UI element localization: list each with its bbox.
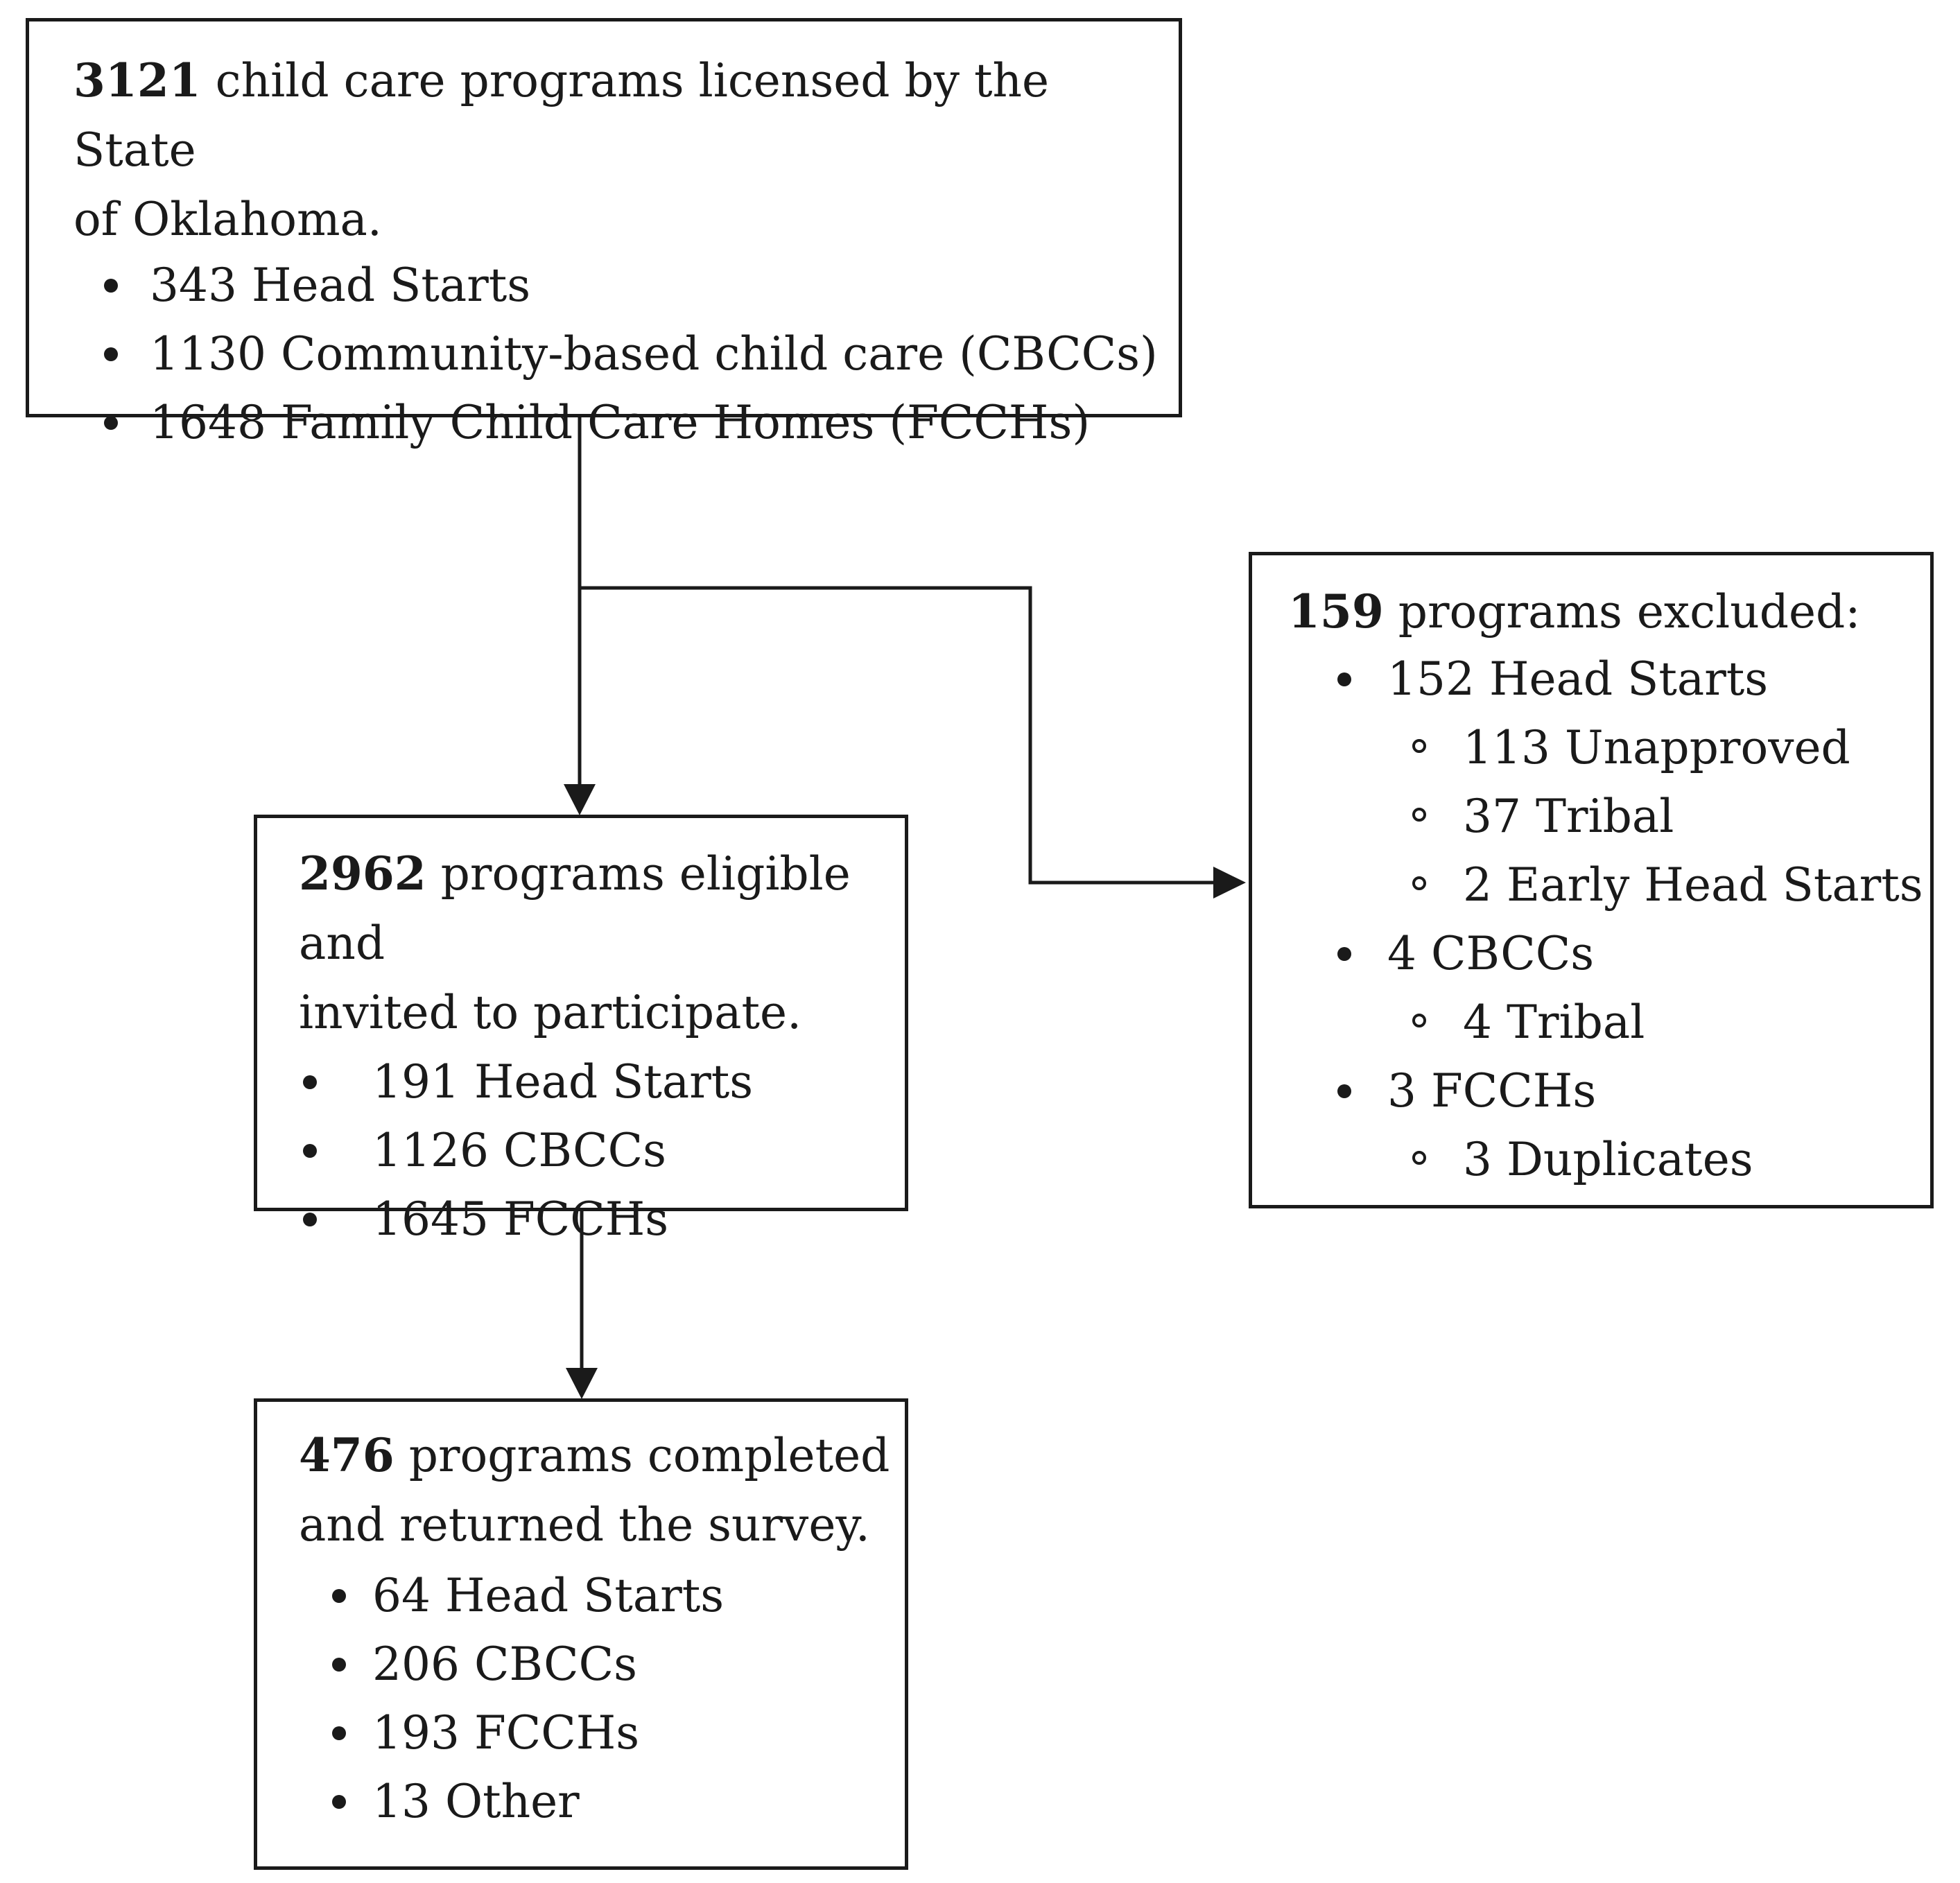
list-item: 1645 FCCHs xyxy=(299,1185,905,1253)
list-item: 1648 Family Child Care Homes (FCCHs) xyxy=(73,388,1179,457)
eligible-heading: 2962 programs eligible and xyxy=(299,839,905,978)
completed-programs-box: 476 programs completed and returned the … xyxy=(254,1398,908,1870)
list-item: 13 Other xyxy=(299,1767,905,1836)
excluded-text: programs excluded: xyxy=(1383,585,1861,639)
bullet-icon xyxy=(303,1075,317,1089)
bullet-icon xyxy=(104,347,118,361)
list-item: 3 FCCHs xyxy=(1288,1057,1930,1125)
excluded-cbccs-sublist: 4 Tribal xyxy=(1288,988,1930,1057)
bullet-icon xyxy=(104,416,118,430)
bullet-icon xyxy=(1337,1084,1351,1098)
list-item-label: 64 Head Starts xyxy=(372,1569,725,1622)
circle-bullet-icon xyxy=(1412,1014,1426,1027)
bullet-icon xyxy=(332,1795,346,1809)
licensed-text: child care programs licensed by the Stat… xyxy=(73,54,1050,177)
licensed-count: 3121 xyxy=(73,53,201,107)
eligible-list: 191 Head Starts 1126 CBCCs 1645 FCCHs xyxy=(299,1048,905,1253)
completed-text: programs completed xyxy=(394,1429,890,1482)
sub-list-item: 4 Tribal xyxy=(1288,988,1930,1057)
arrowhead-excluded xyxy=(1213,867,1246,899)
bullet-icon xyxy=(332,1589,346,1603)
eligible-programs-box: 2962 programs eligible and invited to pa… xyxy=(254,815,908,1246)
list-item-label: 193 FCCHs xyxy=(372,1706,640,1760)
arrowhead-completed xyxy=(566,1368,598,1399)
list-item-label: 1648 Family Child Care Homes (FCCHs) xyxy=(150,396,1091,449)
list-item: 193 FCCHs xyxy=(299,1699,905,1767)
completed-heading: 476 programs completed xyxy=(299,1421,905,1491)
bullet-icon xyxy=(332,1726,346,1740)
list-item: 343 Head Starts xyxy=(73,251,1179,320)
licensed-list: 343 Head Starts 1130 Community-based chi… xyxy=(73,251,1179,457)
excluded-count: 159 xyxy=(1288,584,1384,639)
eligible-text: programs eligible and xyxy=(299,847,851,970)
bullet-icon xyxy=(303,1144,317,1158)
list-item: 4 CBCCs xyxy=(1288,919,1930,988)
list-item: 4 Tribal xyxy=(1288,988,1930,1057)
sub-list-item-label: 37 Tribal xyxy=(1463,790,1674,843)
circle-bullet-icon xyxy=(1412,808,1426,822)
arrowhead-eligible xyxy=(564,784,596,815)
bullet-icon xyxy=(1337,672,1351,686)
list-item: 206 CBCCs xyxy=(299,1630,905,1699)
list-item-label: 152 Head Starts xyxy=(1387,652,1769,706)
completed-heading-cont: and returned the survey. xyxy=(299,1498,870,1552)
excluded-heading: 159 programs excluded: xyxy=(1288,577,1930,647)
sub-list-item-label: 113 Unapproved xyxy=(1463,721,1850,774)
bullet-icon xyxy=(104,279,118,293)
list-item-label: 343 Head Starts xyxy=(150,259,531,312)
list-item: 1126 CBCCs xyxy=(299,1116,905,1185)
excluded-list: 152 Head Starts 113 Unapproved 37 Tribal… xyxy=(1288,645,1930,1194)
licensed-heading-cont: of Oklahoma. xyxy=(73,193,382,246)
list-item: 3 Duplicates xyxy=(1288,1125,1930,1194)
eligible-count: 2962 xyxy=(299,847,426,901)
excluded-head-starts-sublist: 113 Unapproved 37 Tribal 2 Early Head St… xyxy=(1288,713,1930,919)
connector-to-excluded xyxy=(580,586,1215,885)
list-item: 191 Head Starts xyxy=(299,1048,905,1116)
list-item: 1130 Community-based child care (CBCCs) xyxy=(73,320,1179,388)
list-item-label: 4 CBCCs xyxy=(1387,927,1595,980)
sub-list-item: 37 Tribal xyxy=(1288,782,1930,851)
sub-list-item-label: 2 Early Head Starts xyxy=(1463,858,1923,912)
list-item-label: 191 Head Starts xyxy=(372,1055,754,1109)
circle-bullet-icon xyxy=(1412,1151,1426,1165)
completed-count: 476 xyxy=(299,1428,394,1482)
list-item-label: 1645 FCCHs xyxy=(372,1192,669,1246)
list-item-label: 3 FCCHs xyxy=(1387,1064,1597,1118)
sub-list-item: 3 Duplicates xyxy=(1288,1125,1930,1194)
circle-bullet-icon xyxy=(1412,739,1426,753)
list-item: 113 Unapproved 37 Tribal 2 Early Head St… xyxy=(1288,713,1930,919)
list-item-label: 1130 Community-based child care (CBCCs) xyxy=(150,327,1158,381)
eligible-heading-cont: invited to participate. xyxy=(299,986,802,1039)
sub-list-item: 113 Unapproved xyxy=(1288,713,1930,782)
sub-list-item-label: 3 Duplicates xyxy=(1463,1133,1753,1186)
list-item: 152 Head Starts xyxy=(1288,645,1930,713)
bullet-icon xyxy=(303,1213,317,1226)
list-item-label: 1126 CBCCs xyxy=(372,1124,667,1177)
bullet-icon xyxy=(1337,947,1351,961)
list-item-label: 206 CBCCs xyxy=(372,1638,638,1691)
excluded-fcchs-sublist: 3 Duplicates xyxy=(1288,1125,1930,1194)
bullet-icon xyxy=(332,1658,346,1672)
completed-list: 64 Head Starts 206 CBCCs 193 FCCHs 13 Ot… xyxy=(299,1561,905,1836)
sub-list-item-label: 4 Tribal xyxy=(1463,996,1645,1049)
excluded-programs-box: 159 programs excluded: 152 Head Starts 1… xyxy=(1249,552,1934,1208)
circle-bullet-icon xyxy=(1412,876,1426,890)
list-item: 64 Head Starts xyxy=(299,1561,905,1630)
list-item-label: 13 Other xyxy=(372,1775,580,1828)
licensed-programs-box: 3121 child care programs licensed by the… xyxy=(26,18,1182,449)
licensed-heading: 3121 child care programs licensed by the… xyxy=(73,46,1179,185)
sub-list-item: 2 Early Head Starts xyxy=(1288,851,1930,919)
